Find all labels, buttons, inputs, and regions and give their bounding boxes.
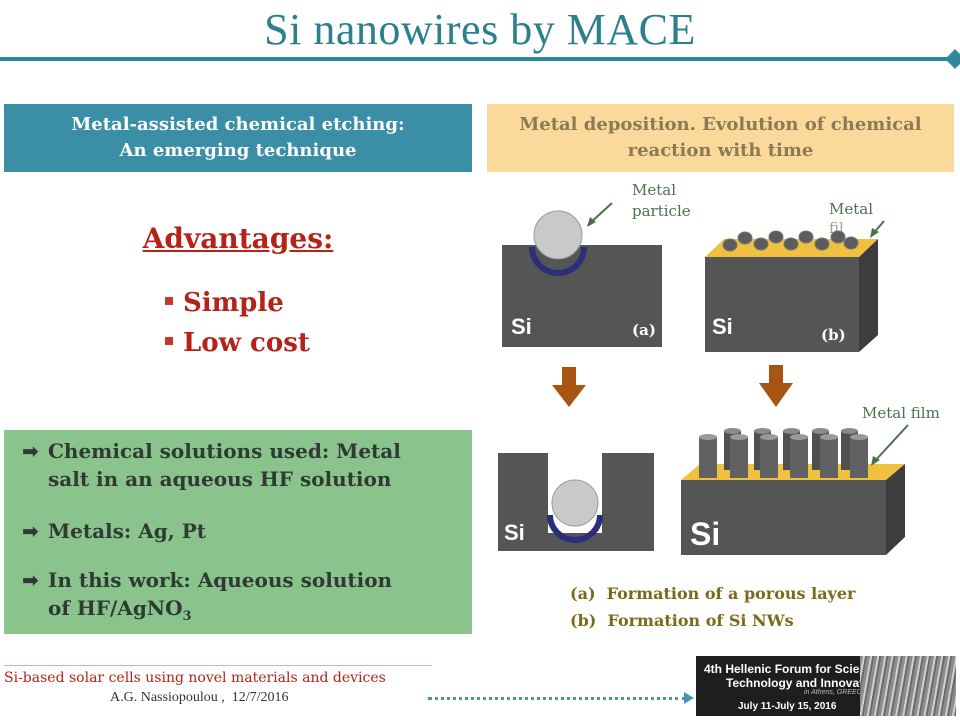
footer-divider bbox=[4, 665, 432, 666]
particle-interface-a-bottom bbox=[547, 514, 603, 543]
particle-interface-a bbox=[529, 246, 587, 276]
arrow-right-icon: ➡ bbox=[22, 568, 39, 592]
detail-item: ➡ Chemical solutions used: Metal salt in… bbox=[22, 437, 462, 493]
slide-title: Si nanowires by MACE bbox=[264, 5, 696, 54]
pointer-arrowhead-film-top bbox=[870, 228, 879, 238]
advantage-item: Low cost bbox=[165, 328, 310, 358]
logo-sem-image bbox=[860, 656, 956, 716]
si-label-a-top: Si bbox=[511, 314, 532, 339]
logo-dates: July 11-July 15, 2016 bbox=[738, 701, 837, 712]
mace-process-diagram bbox=[498, 202, 909, 555]
metal-particle-in-pore bbox=[551, 479, 599, 527]
conference-logo: 4th Hellenic Forum for Science, Technolo… bbox=[696, 656, 956, 716]
detail-text: Chemical solutions used: Metal bbox=[48, 439, 401, 463]
caption-a: (a) Formation of a porous layer bbox=[570, 584, 856, 603]
si-block-nw-front bbox=[681, 480, 886, 555]
advantage-item: Simple bbox=[165, 288, 284, 318]
advantage-text: Simple bbox=[183, 288, 284, 318]
label-particle: particle bbox=[632, 202, 691, 220]
detail-item: ➡ Metals: Ag, Pt bbox=[22, 517, 462, 545]
label-metal: Metal bbox=[632, 181, 677, 199]
right-header-line-1: Metal deposition. Evolution of chemical bbox=[519, 114, 922, 135]
advantages-heading: Advantages: bbox=[142, 222, 334, 255]
si-block-b-side bbox=[859, 239, 878, 352]
si-label-nw: Si bbox=[690, 516, 721, 552]
advantage-text: Low cost bbox=[183, 328, 310, 358]
right-header-line-2: reaction with time bbox=[627, 140, 814, 161]
si-block-a-bottom bbox=[498, 453, 654, 551]
bullet-square-icon bbox=[165, 337, 173, 345]
process-arrow-b bbox=[759, 365, 793, 407]
detail-item: ➡ In this work: Aqueous solution of HF/A… bbox=[22, 566, 462, 631]
footer-author: A.G. Nassiopoulou , 12/7/2016 bbox=[110, 690, 289, 705]
si-block-b-front bbox=[705, 257, 859, 352]
left-header-line-2: An emerging technique bbox=[119, 140, 357, 161]
detail-text-main: of HF/AgNO bbox=[48, 596, 183, 620]
sub-label-b: (b) bbox=[821, 326, 846, 344]
detail-text: Metals: Ag, Pt bbox=[48, 519, 206, 543]
footer-arrowhead-icon bbox=[684, 692, 694, 704]
detail-text: of HF/AgNO3 bbox=[48, 594, 392, 631]
pointer-arrowhead-film bbox=[871, 456, 880, 466]
label-metal-film-top: Metal bbox=[829, 200, 874, 218]
detail-text: salt in an aqueous HF solution bbox=[48, 467, 392, 491]
left-section-header: Metal-assisted chemical etching: An emer… bbox=[4, 104, 472, 172]
footer-dotted-arrow bbox=[428, 697, 686, 700]
diagram-captions: (a) Formation of a porous layer (b) Form… bbox=[570, 580, 855, 634]
footer-title: Si-based solar cells using novel materia… bbox=[4, 670, 386, 686]
label-metal-film: Metal film bbox=[862, 404, 940, 422]
si-block-nw-side bbox=[886, 464, 905, 555]
title-divider bbox=[0, 57, 955, 61]
sub-label-a: (a) bbox=[632, 321, 656, 339]
pointer-line-film bbox=[872, 424, 909, 464]
process-arrow-a bbox=[552, 367, 586, 407]
details-box bbox=[4, 430, 472, 634]
si-nanowires bbox=[699, 428, 868, 478]
metal-particle bbox=[533, 210, 583, 260]
bullet-square-icon bbox=[165, 297, 173, 305]
arrow-right-icon: ➡ bbox=[22, 439, 39, 463]
caption-b: (b) Formation of Si NWs bbox=[570, 611, 794, 630]
logo-line-1: 4th Hellenic Forum for Science, bbox=[704, 662, 884, 676]
label-fil-partial: fil bbox=[829, 219, 844, 237]
left-header-line-1: Metal-assisted chemical etching: bbox=[71, 114, 405, 135]
si-label-a-bottom: Si bbox=[504, 520, 525, 545]
right-section-header: Metal deposition. Evolution of chemical … bbox=[487, 104, 954, 172]
si-label-b-top: Si bbox=[712, 314, 733, 339]
logo-line-3: in Athens, GREECE bbox=[804, 689, 867, 696]
logo-line-2: Technology and Innovation bbox=[726, 676, 882, 690]
ag-particles bbox=[722, 230, 859, 252]
subscript-3: 3 bbox=[182, 609, 192, 624]
detail-text: In this work: Aqueous solution bbox=[48, 568, 393, 592]
pointer-arrowhead-particle bbox=[587, 217, 596, 227]
arrow-right-icon: ➡ bbox=[22, 519, 39, 543]
